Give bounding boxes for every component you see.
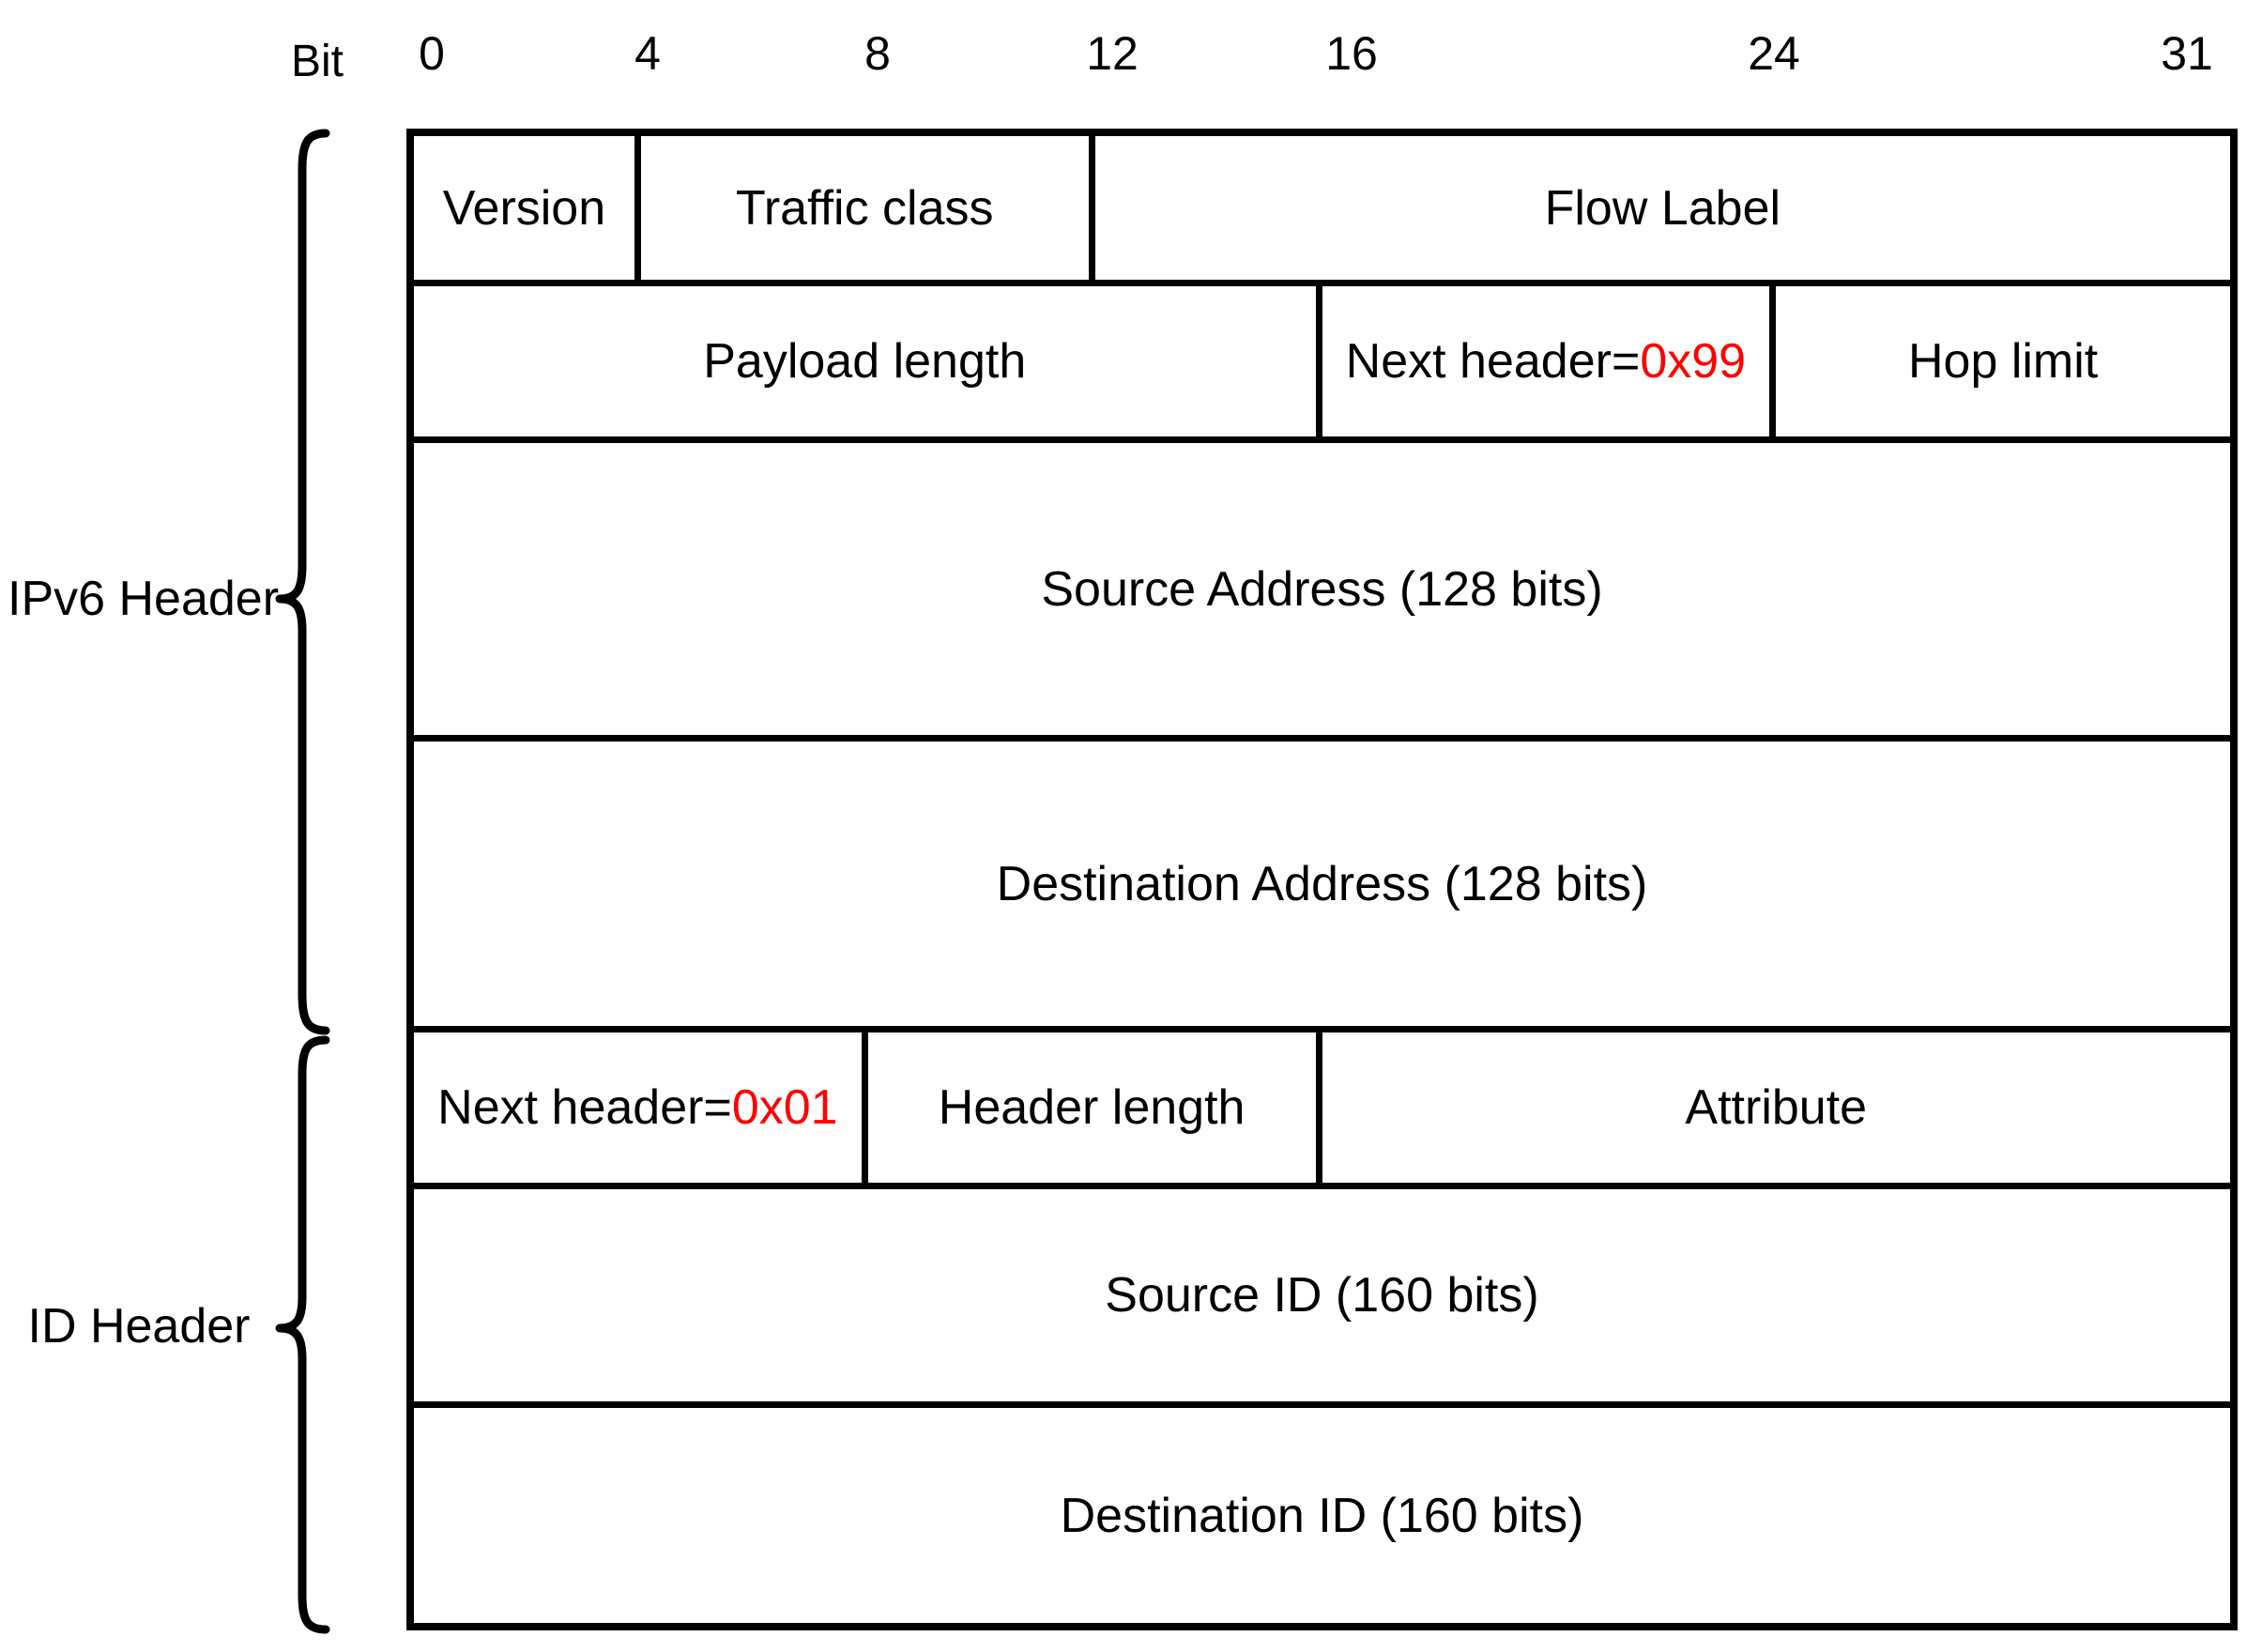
field-label: Payload length <box>703 334 1027 389</box>
table-row-5: Next header=0x01 Header length Attribute <box>414 1032 2230 1189</box>
field-label: Source ID (160 bits) <box>1105 1268 1539 1323</box>
packet-table: Version Traffic class Flow Label Payload… <box>406 129 2238 1630</box>
field-next-header-id: Next header=0x01 <box>414 1032 868 1183</box>
field-label: Next header=0x99 <box>1345 334 1747 389</box>
field-label: Traffic class <box>736 180 994 236</box>
bit-tick-12: 12 <box>1086 27 1139 80</box>
field-destination-address: Destination Address (128 bits) <box>414 742 2230 1026</box>
field-source-id: Source ID (160 bits) <box>414 1189 2230 1401</box>
bit-tick-31: 31 <box>2161 27 2213 80</box>
group-label-ipv6-header: IPv6 Header <box>8 572 280 626</box>
id-header-brace <box>275 1035 330 1634</box>
bit-tick-8: 8 <box>864 27 891 80</box>
field-label: Next header=0x01 <box>437 1080 838 1135</box>
ipv6-header-brace <box>275 129 330 1035</box>
field-header-length: Header length <box>868 1032 1322 1183</box>
bit-tick-16: 16 <box>1325 27 1378 80</box>
field-label: Flow Label <box>1544 180 1781 236</box>
table-row-7: Destination ID (160 bits) <box>414 1408 2230 1623</box>
field-label: Source Address (128 bits) <box>1041 561 1603 617</box>
table-row-1: Version Traffic class Flow Label <box>414 136 2230 286</box>
field-payload-length: Payload length <box>414 286 1322 436</box>
field-label: Header length <box>938 1080 1246 1135</box>
field-label: Destination ID (160 bits) <box>1060 1488 1584 1543</box>
table-row-4: Destination Address (128 bits) <box>414 742 2230 1032</box>
table-row-3: Source Address (128 bits) <box>414 443 2230 742</box>
group-label-id-header: ID Header <box>27 1299 251 1354</box>
next-header-value: 0x01 <box>731 1080 838 1135</box>
field-label: Attribute <box>1685 1080 1868 1135</box>
field-next-header-ipv6: Next header=0x99 <box>1322 286 1777 436</box>
bit-ruler: Bit 0 4 8 12 16 24 31 <box>0 0 2262 129</box>
bit-tick-24: 24 <box>1748 27 1800 80</box>
field-traffic-class: Traffic class <box>641 136 1095 280</box>
bit-axis-label: Bit <box>290 37 344 86</box>
field-label: Hop limit <box>1907 334 2099 389</box>
table-row-2: Payload length Next header=0x99 Hop limi… <box>414 286 2230 443</box>
field-label: Destination Address (128 bits) <box>996 856 1648 911</box>
bit-tick-4: 4 <box>634 27 661 80</box>
field-destination-id: Destination ID (160 bits) <box>414 1408 2230 1623</box>
field-version: Version <box>414 136 641 280</box>
field-label: Version <box>442 180 606 236</box>
field-flow-label: Flow Label <box>1095 136 2230 280</box>
next-header-value: 0x99 <box>1640 334 1747 389</box>
field-hop-limit: Hop limit <box>1776 286 2230 436</box>
field-source-address: Source Address (128 bits) <box>414 443 2230 735</box>
table-row-6: Source ID (160 bits) <box>414 1189 2230 1408</box>
bit-tick-0: 0 <box>419 27 445 80</box>
field-attribute: Attribute <box>1322 1032 2231 1183</box>
